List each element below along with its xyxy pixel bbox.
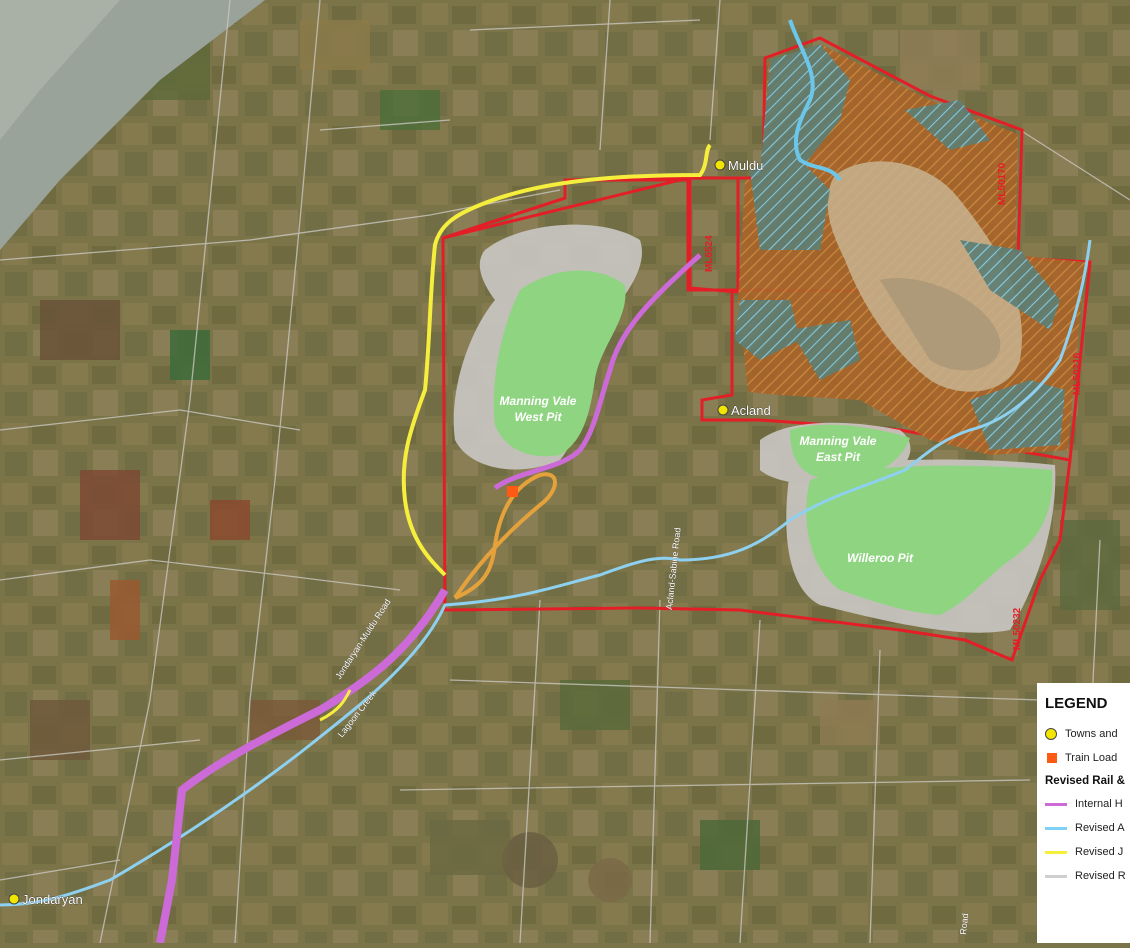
blue-line-icon: [1045, 826, 1067, 830]
pit-label-west-line1: Manning Vale: [500, 394, 577, 408]
legend-item-towns: Towns and: [1045, 722, 1130, 746]
legend-item-label: Train Load: [1065, 752, 1118, 764]
internal-haul-road-line: [493, 253, 702, 491]
town-label-jondaryan: Jondaryan: [22, 892, 83, 907]
legend-subheading: Revised Rail &: [1045, 775, 1125, 787]
pale-region-inner: [0, 0, 120, 140]
orange-square-icon: [1047, 753, 1057, 763]
pit-label-west-line2: West Pit: [514, 410, 562, 424]
pit-label-east-line2: East Pit: [816, 450, 861, 464]
pit-label-east-line1: Manning Vale: [800, 434, 877, 448]
legend-item-train-load: Train Load: [1045, 746, 1130, 770]
revised-jondaryan-road-line: [401, 143, 712, 577]
pit-label-willeroo: Willeroo Pit: [847, 551, 914, 565]
lease-label-ml50170: ML50170: [997, 162, 1008, 205]
purple-line-icon: [1045, 802, 1067, 806]
train-loop-line: [453, 472, 557, 600]
road-label-bottom: Road: [958, 913, 970, 935]
legend-line-label: Revised R: [1075, 870, 1126, 882]
lease-label-ml50232: ML50232: [1012, 607, 1023, 650]
revised-creek-line: [0, 239, 1092, 907]
legend-item-label: Towns and: [1065, 728, 1118, 740]
pale-region: [0, 0, 265, 250]
yellow-dot-icon: [1045, 728, 1057, 740]
lease-label-ml50216: ML50216: [1072, 352, 1083, 395]
legend-title: LEGEND: [1045, 695, 1108, 712]
yellow-line-icon: [1045, 850, 1067, 854]
rehabilitation-areas: [735, 44, 1065, 450]
pit-areas-green: [493, 270, 1053, 615]
legend-line-label: Internal H: [1075, 798, 1123, 810]
legend-line-label: Revised A: [1075, 822, 1125, 834]
creek-diversion-line: [788, 19, 842, 182]
town-label-muldu: Muldu: [728, 158, 763, 173]
lease-label-ml6524: ML6524: [704, 235, 715, 272]
legend-line-revised-j: Revised J: [1045, 840, 1130, 864]
town-marker-acland[interactable]: [717, 404, 729, 416]
legend-line-revised-a: Revised A: [1045, 816, 1130, 840]
town-marker-jondaryan[interactable]: [8, 893, 20, 905]
legend-line-revised-r: Revised R: [1045, 864, 1130, 888]
town-marker-muldu[interactable]: [714, 159, 726, 171]
map-legend: LEGEND Towns and Train Load Revised Rail…: [1037, 683, 1130, 943]
grey-line-icon: [1045, 874, 1067, 878]
town-label-acland: Acland: [731, 403, 771, 418]
rail-corridor-line: [156, 587, 449, 944]
legend-line-label: Revised J: [1075, 846, 1124, 858]
legend-line-internal: Internal H: [1045, 792, 1130, 816]
train-loadout-marker[interactable]: [507, 486, 518, 497]
